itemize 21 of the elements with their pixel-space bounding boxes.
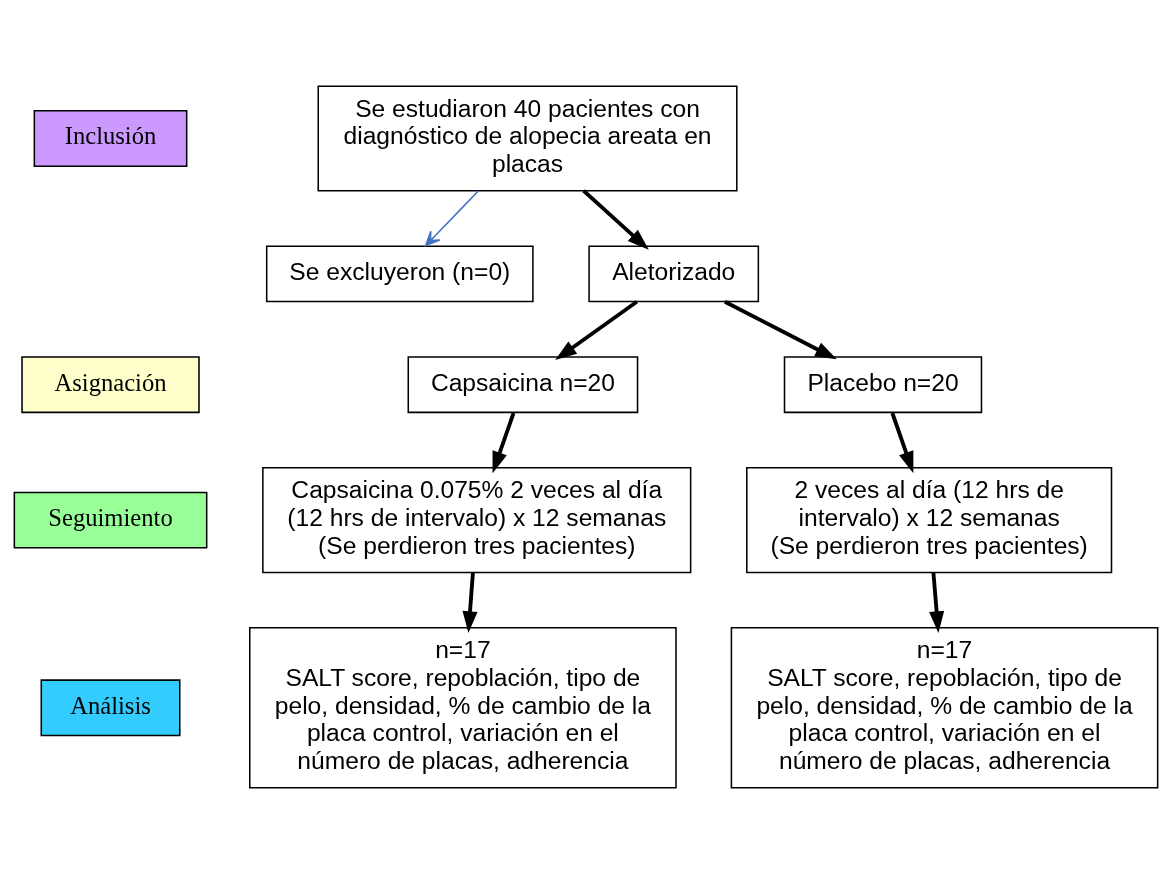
arrow xyxy=(555,299,638,360)
node-box: Se excluyeron (n=0) xyxy=(265,244,534,302)
arrow xyxy=(492,411,516,473)
arrow xyxy=(890,411,914,473)
node-box: Asignación xyxy=(21,355,200,413)
node-box: n=17 SALT score, repoblación, tipo de pelo, densidad, % de cambio de la placa control, variación en el número de placas, adherencia xyxy=(249,626,677,789)
node-box: Se estudiaron 40 pacientes con diagnóstico de alopecia areata en placas xyxy=(317,84,738,192)
arrow xyxy=(582,188,649,250)
node-box: Capsaicina 0.075% 2 veces al día (12 hrs de intervalo) x 12 semanas (Se perdieron tres pacientes) xyxy=(262,466,692,573)
arrow xyxy=(929,571,945,633)
node-box: Seguimiento xyxy=(13,491,208,549)
node-box: Inclusión xyxy=(33,109,188,167)
node-box: Aletorizado xyxy=(588,244,760,302)
node-box: n=17 SALT score, repoblación, tipo de pelo, densidad, % de cambio de la placa control, variación en el número de placas, adherencia xyxy=(730,626,1159,789)
node-box: Capsaicina n=20 xyxy=(407,355,639,413)
node-box: Placebo n=20 xyxy=(783,355,983,413)
arrow xyxy=(424,189,480,246)
arrow xyxy=(462,571,478,633)
arrow xyxy=(724,299,837,359)
node-box: Análisis xyxy=(40,678,181,736)
node-box: 2 veces al día (12 hrs de intervalo) x 12 semanas (Se perdieron tres pacientes) xyxy=(746,466,1113,573)
